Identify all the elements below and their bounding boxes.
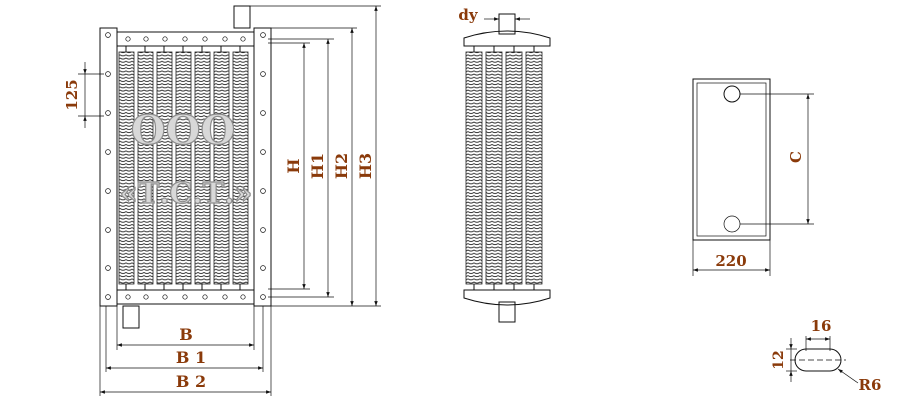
dimension-220: 220 [692, 240, 771, 276]
flange-view: C 220 [692, 78, 814, 276]
top-header [116, 31, 255, 47]
flange-outer [692, 78, 771, 241]
flange-inner [696, 82, 767, 237]
left-side-frame [99, 27, 118, 307]
top-pipe [233, 5, 251, 29]
dimension-C: C [740, 93, 814, 225]
dimension-dy: dy [458, 6, 530, 24]
header-holes [125, 36, 246, 300]
dim-B1-label: B 1 [176, 348, 206, 367]
dimension-R6: R6 [837, 368, 882, 394]
left-frame-holes [105, 32, 111, 300]
side-finned-tubes [465, 46, 543, 290]
watermark-line1: ООО [131, 107, 236, 154]
bottom-pipe [122, 305, 140, 329]
side-bottom-pipe [498, 301, 516, 323]
bottom-header [116, 289, 255, 305]
dim-220-label: 220 [715, 252, 746, 270]
right-frame-holes [260, 32, 266, 300]
dim-16-label: 16 [811, 317, 832, 335]
slot-detail: 16 12 R6 [771, 317, 881, 394]
finned-tubes [118, 46, 249, 290]
dim-B2-label: B 2 [176, 372, 206, 391]
dim-H2-label: H2 [332, 153, 351, 179]
dimension-12: 12 [771, 338, 797, 382]
side-top-pipe [498, 13, 516, 35]
dim-125-label: 125 [63, 79, 81, 110]
dimension-16: 16 [805, 317, 832, 351]
dim-H-label: H [284, 158, 303, 173]
side-view: dy [458, 6, 551, 323]
dim-H1-label: H1 [308, 153, 327, 179]
side-bottom-header [463, 289, 551, 306]
width-dimensions: B B 1 B 2 [99, 306, 272, 396]
front-view: ООО «Т.С.Т.» 125 H H1 H2 [63, 5, 381, 396]
dim-12-label: 12 [771, 350, 787, 369]
flange-lower-hole [723, 215, 741, 233]
flange-upper-hole [723, 85, 741, 103]
dim-C-label: C [787, 151, 805, 163]
dimension-125: 125 [63, 62, 104, 128]
right-side-frame [253, 27, 272, 307]
dim-dy-label: dy [458, 6, 478, 24]
watermark-line2: «Т.С.Т.» [120, 176, 253, 210]
height-dimensions: H H1 H2 H3 [250, 5, 381, 307]
dim-R6-label: R6 [859, 376, 882, 394]
dim-B-label: B [179, 325, 193, 344]
dim-H3-label: H3 [356, 153, 375, 179]
side-top-header [463, 30, 551, 47]
